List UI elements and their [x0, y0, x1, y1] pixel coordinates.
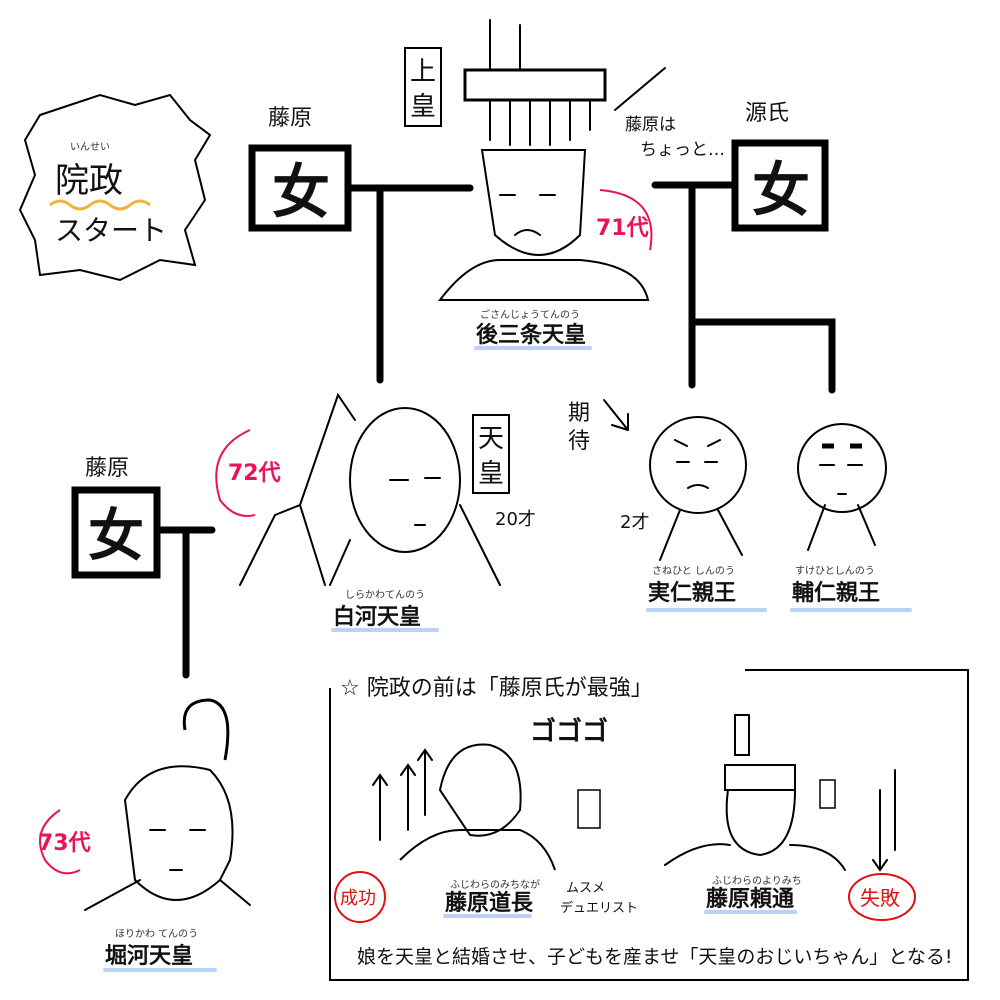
gogogo-effect: ゴゴゴ: [530, 716, 608, 747]
sanehito-ruby: さねひと しんのう: [652, 565, 735, 577]
horikawa-portrait: [84, 698, 251, 911]
badge-title: 院政: [55, 161, 123, 201]
genji-label: 源氏: [745, 101, 789, 126]
woman-symbol: 女: [88, 504, 144, 569]
badge-ruby: いんせい: [70, 141, 110, 153]
musume-label: デュエリスト: [560, 900, 638, 916]
shirakawa-ruby: しらかわてんのう: [345, 589, 425, 601]
sanehito-name: 実仁親王: [648, 580, 736, 606]
box-heading: ☆ 院政の前は「藤原氏が最強」: [340, 676, 653, 701]
joko-box: [404, 47, 442, 127]
failure-stamp: [848, 873, 916, 921]
family-tree-lines: [71, 67, 836, 679]
insei-start-badge: いんせい 院政 スタート: [18, 93, 212, 282]
shirakawa-name: 白河天皇: [333, 604, 421, 630]
woman-symbol: 女: [752, 156, 810, 224]
kitai-label: 期: [568, 401, 590, 426]
summary-text: 娘を天皇と結婚させ、子どもを産ませ「天皇のおじいちゃん」となる!: [357, 946, 952, 968]
musume-label: ムスメ: [566, 881, 605, 896]
gosanjo-ruby: ごさんじょうてんのう: [480, 308, 580, 321]
shaku-icon: [819, 779, 836, 809]
badge-subtitle: スタート: [55, 214, 167, 247]
failure-label: 失敗: [860, 886, 900, 910]
joko-box-char: 皇: [410, 92, 436, 122]
gosanjo-name: 後三条天皇: [476, 322, 586, 348]
joko-box-char: 上: [410, 57, 436, 87]
sukehito-portrait: [797, 423, 887, 551]
horikawa-name: 堀河天皇: [105, 943, 193, 969]
sukehito-name: 輔仁親王: [792, 580, 880, 606]
michinaga-ruby: ふじわらのみちなが: [450, 878, 540, 891]
yorimichi-portrait: [664, 714, 896, 872]
tenno-box-char: 天: [478, 424, 504, 454]
fujiwara-comment: ちょっと…: [640, 140, 725, 160]
sanehito-age: 2才: [620, 512, 649, 533]
michinaga-name: 藤原道長: [445, 890, 534, 916]
woman-symbol: 女: [272, 158, 330, 226]
sukehito-ruby: すけひとしんのう: [795, 565, 875, 577]
fujiwara-comment: 藤原は: [625, 115, 676, 135]
shirakawa-generation: 72代: [228, 461, 281, 486]
fujiwara-explanation-box: ☆ 院政の前は「藤原氏が最強」 ゴゴゴ ふじわらのみちなが 藤原道長 ムスメ デ…: [329, 669, 969, 981]
fujiwara-label-left: 藤原: [85, 456, 129, 481]
kitai-label: 待: [568, 429, 590, 454]
tenno-box: [472, 414, 510, 494]
shaku-icon: [577, 789, 601, 829]
shirakawa-age: 20才: [495, 509, 536, 530]
yorimichi-name: 藤原頼通: [706, 886, 794, 912]
horikawa-generation: 73代: [38, 831, 91, 856]
gosanjo-portrait: [437, 19, 650, 301]
sanehito-portrait: [649, 416, 747, 561]
michinaga-portrait: [372, 743, 556, 871]
tenno-box-char: 皇: [478, 459, 504, 489]
success-label: 成功: [340, 888, 376, 909]
fujiwara-label-top: 藤原: [268, 106, 312, 131]
horikawa-ruby: ほりかわ てんのう: [115, 928, 198, 940]
success-stamp: [334, 871, 386, 923]
gosanjo-generation: 71代: [596, 216, 649, 241]
wavy-underline: [49, 199, 151, 211]
yorimichi-ruby: ふじわらのよりみち: [712, 875, 802, 887]
shirakawa-portrait: [239, 392, 501, 586]
